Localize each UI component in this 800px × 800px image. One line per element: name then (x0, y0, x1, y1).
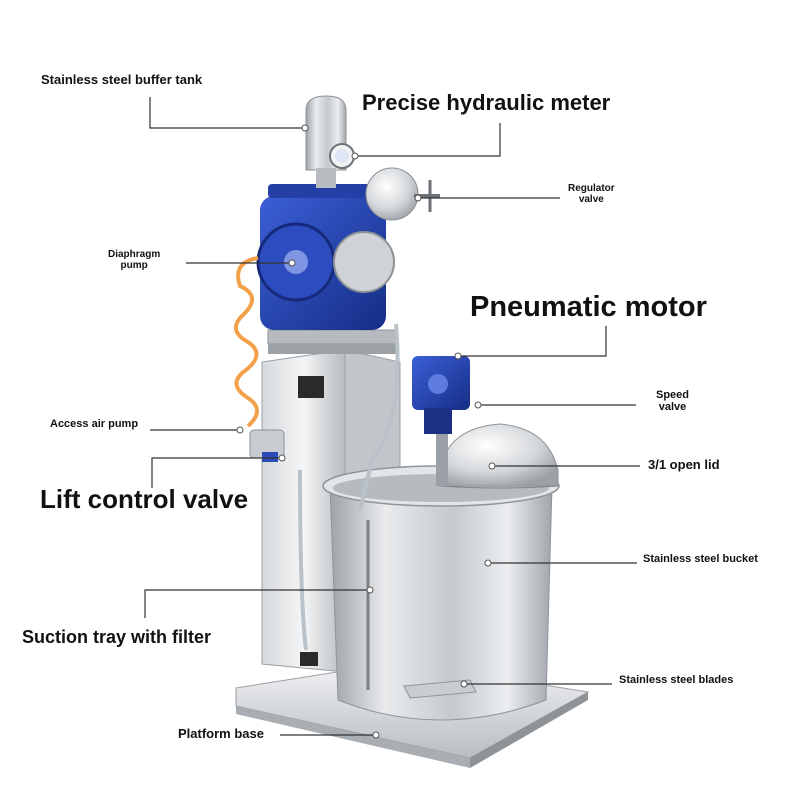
pneumatic-motor-shape (412, 356, 470, 434)
label-speed-line2: valve (658, 400, 687, 413)
label-pneumatic-motor: Pneumatic motor (470, 291, 707, 323)
leader-endpoints (236, 124, 496, 739)
label-platform-base: Platform base (178, 726, 264, 741)
label-lift-control-valve: Lift control valve (40, 484, 249, 514)
label-open-lid: 3/1 open lid (648, 457, 720, 472)
regulator-shape (365, 167, 440, 221)
diaphragm-pump-shape (256, 184, 395, 330)
label-diaphragm-line1: Diaphragm (108, 249, 161, 260)
label-speed-valve: Speed valve (656, 389, 690, 413)
label-regulator-line2: valve (578, 193, 604, 205)
label-stainless-blades: Stainless steel blades (619, 674, 734, 686)
label-suction-tray: Suction tray with filter (22, 627, 212, 647)
air-hose (234, 256, 259, 428)
label-diaphragm-line2: pump (120, 259, 148, 271)
buffer-tank-shape (305, 95, 355, 188)
label-access-air-pump: Access air pump (50, 418, 139, 430)
label-buffer-tank: Stainless steel buffer tank (41, 72, 203, 87)
label-stainless-bucket: Stainless steel bucket (643, 553, 758, 565)
label-regulator-line1: Regulator (568, 183, 615, 194)
label-diaphragm-pump: Diaphragm pump (108, 249, 161, 271)
leader-lines (144, 97, 640, 736)
suction-tube (298, 323, 400, 651)
support-arm (267, 329, 399, 354)
label-speed-line1: Speed (656, 389, 690, 401)
label-regulator-valve: Regulator valve (568, 183, 615, 205)
label-hydraulic-meter: Precise hydraulic meter (362, 90, 611, 115)
